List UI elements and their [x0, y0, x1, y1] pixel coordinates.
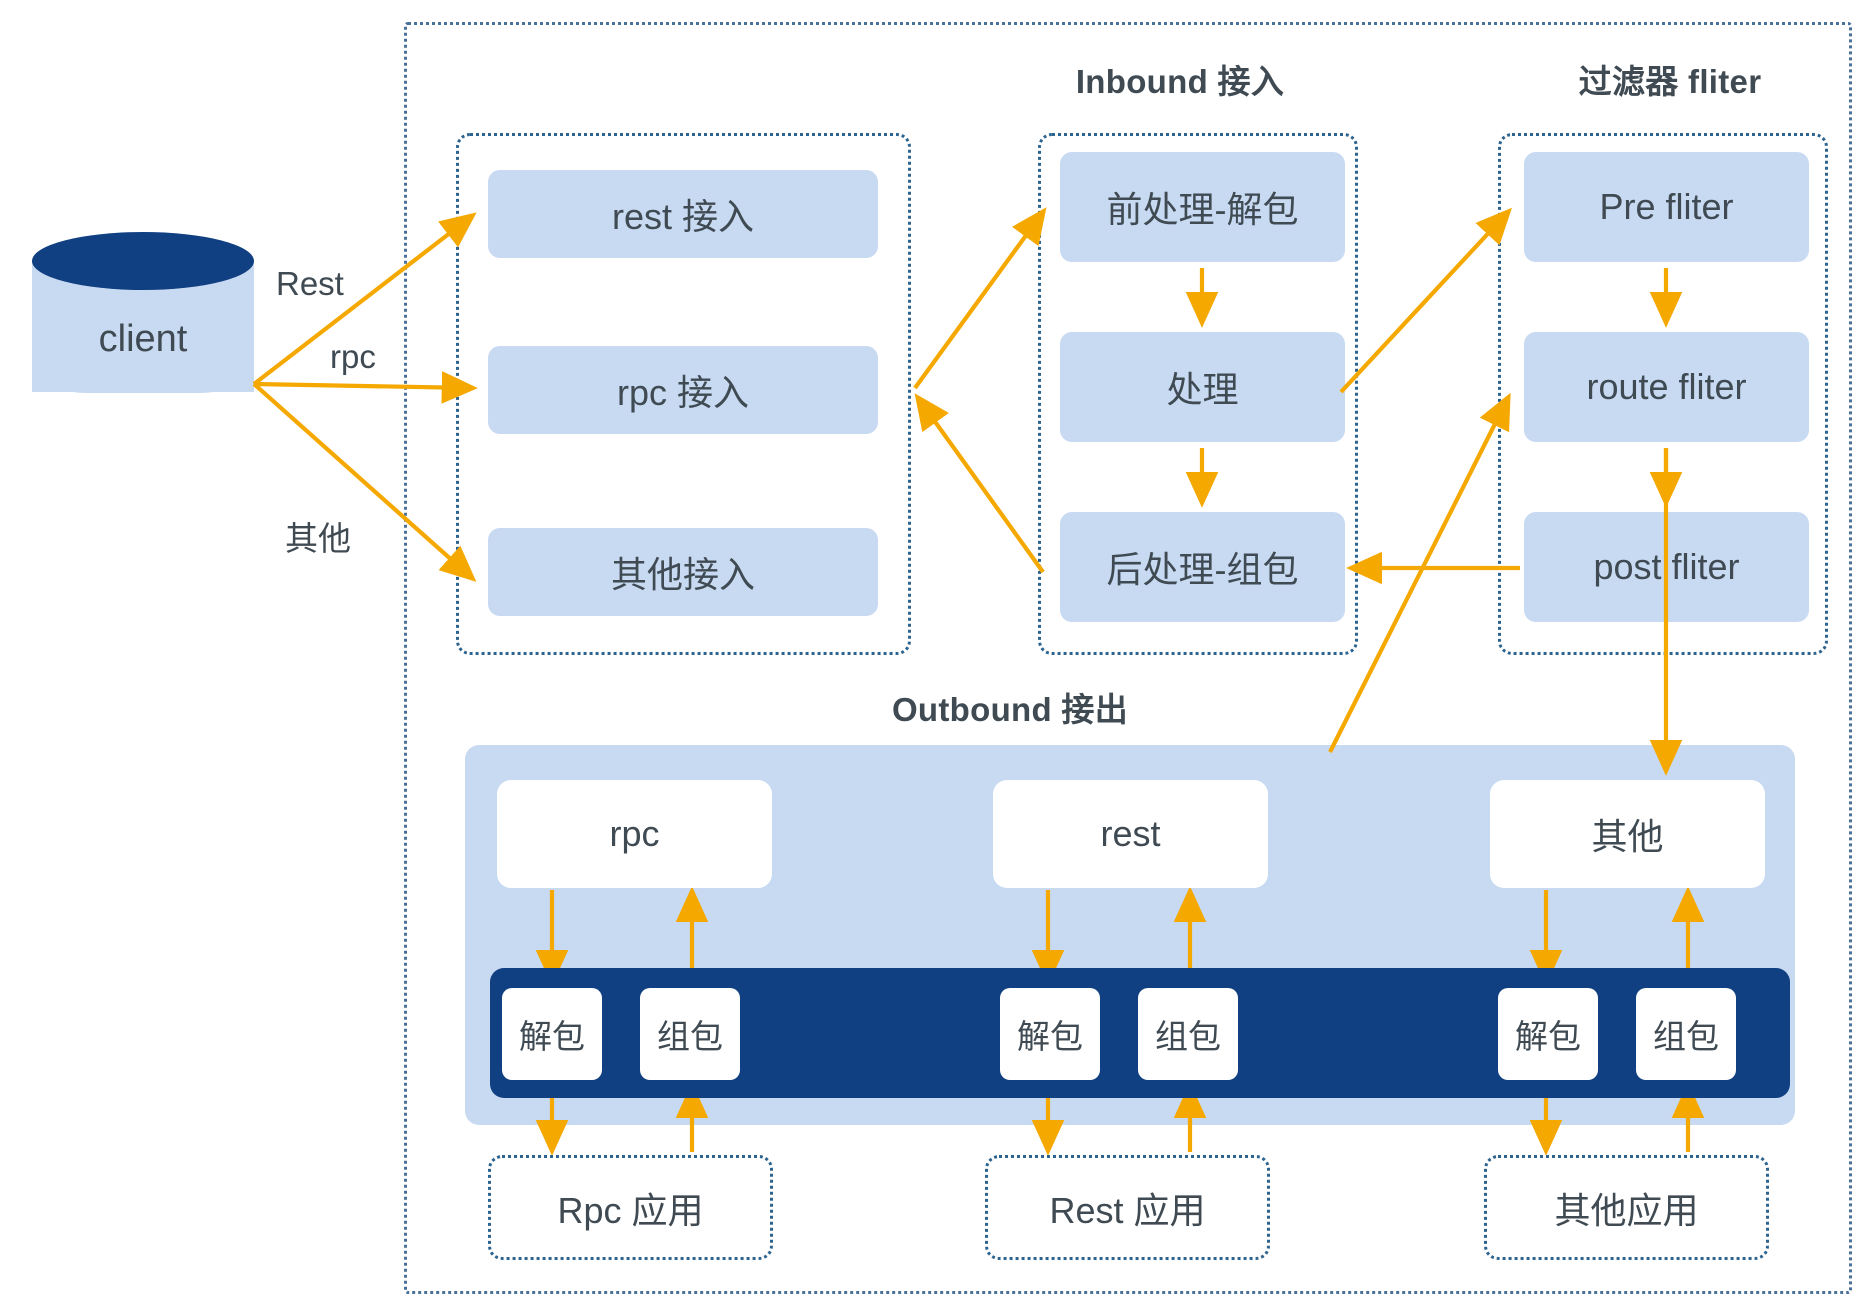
- codec-pack-other[interactable]: 组包: [1636, 988, 1736, 1080]
- outbound-group-title: Outbound 接出: [891, 691, 1129, 728]
- codec-pack-other-label: 组包: [1653, 1018, 1719, 1055]
- codec-unpack-rest[interactable]: 解包: [1000, 988, 1100, 1080]
- client-label: client: [98, 317, 188, 360]
- node-post-fliter[interactable]: post fliter: [1524, 512, 1809, 622]
- node-rest-access-label: rest 接入: [611, 196, 754, 237]
- outbound-protocol-other[interactable]: 其他: [1490, 780, 1765, 888]
- codec-pack-rpc[interactable]: 组包: [640, 988, 740, 1080]
- app-other[interactable]: 其他应用: [1484, 1155, 1769, 1260]
- cylinder-bottom-ellipse: [32, 337, 254, 393]
- codec-unpack-rpc[interactable]: 解包: [502, 988, 602, 1080]
- node-rpc-access[interactable]: rpc 接入: [488, 346, 878, 434]
- outbound-protocol-rpc-label: rpc: [609, 813, 660, 854]
- node-process[interactable]: 处理: [1060, 332, 1345, 442]
- codec-unpack-rpc-label: 解包: [519, 1018, 585, 1055]
- codec-unpack-other-label: 解包: [1515, 1018, 1581, 1055]
- node-other-access[interactable]: 其他接入: [488, 528, 878, 616]
- edge-label-other: 其他: [285, 520, 351, 557]
- codec-pack-rpc-label: 组包: [657, 1018, 723, 1055]
- system-boundary: [404, 22, 1852, 1294]
- node-pre-process-unpack-label: 前处理-解包: [1106, 189, 1299, 230]
- inbound-group-container: [1038, 133, 1358, 655]
- codec-unpack-rest-label: 解包: [1017, 1018, 1083, 1055]
- node-process-label: 处理: [1166, 369, 1239, 410]
- node-pre-fliter[interactable]: Pre fliter: [1524, 152, 1809, 262]
- node-post-process-pack-label: 后处理-组包: [1106, 549, 1299, 590]
- node-rpc-access-label: rpc 接入: [616, 372, 749, 413]
- node-post-fliter-label: post fliter: [1593, 546, 1740, 587]
- node-other-access-label: 其他接入: [610, 554, 755, 595]
- codec-pack-rest-label: 组包: [1155, 1018, 1221, 1055]
- app-rpc-label: Rpc 应用: [557, 1189, 704, 1231]
- client-cylinder[interactable]: client: [32, 232, 254, 397]
- outbound-protocol-rest[interactable]: rest: [993, 780, 1268, 888]
- node-pre-fliter-label: Pre fliter: [1599, 186, 1734, 227]
- inbound-group-title: Inbound 接入: [1075, 63, 1285, 100]
- node-rest-access[interactable]: rest 接入: [488, 170, 878, 258]
- codec-unpack-other[interactable]: 解包: [1498, 988, 1598, 1080]
- node-route-fliter[interactable]: route fliter: [1524, 332, 1809, 442]
- node-post-process-pack[interactable]: 后处理-组包: [1060, 512, 1345, 622]
- app-rest-label: Rest 应用: [1049, 1189, 1206, 1231]
- node-pre-process-unpack[interactable]: 前处理-解包: [1060, 152, 1345, 262]
- codec-pack-rest[interactable]: 组包: [1138, 988, 1238, 1080]
- node-route-fliter-label: route fliter: [1586, 366, 1747, 407]
- app-rpc[interactable]: Rpc 应用: [488, 1155, 773, 1260]
- app-rest[interactable]: Rest 应用: [985, 1155, 1270, 1260]
- outbound-protocol-other-label: 其他: [1591, 816, 1664, 857]
- app-other-label: 其他应用: [1554, 1189, 1699, 1231]
- edge-label-rpc: rpc: [330, 338, 376, 375]
- outbound-protocol-rpc[interactable]: rpc: [497, 780, 772, 888]
- outbound-protocol-rest-label: rest: [1100, 813, 1161, 854]
- cylinder-top-ellipse: [32, 232, 254, 290]
- edge-label-rest: Rest: [276, 265, 344, 302]
- filter-group-title: 过滤器 fliter: [1578, 63, 1762, 100]
